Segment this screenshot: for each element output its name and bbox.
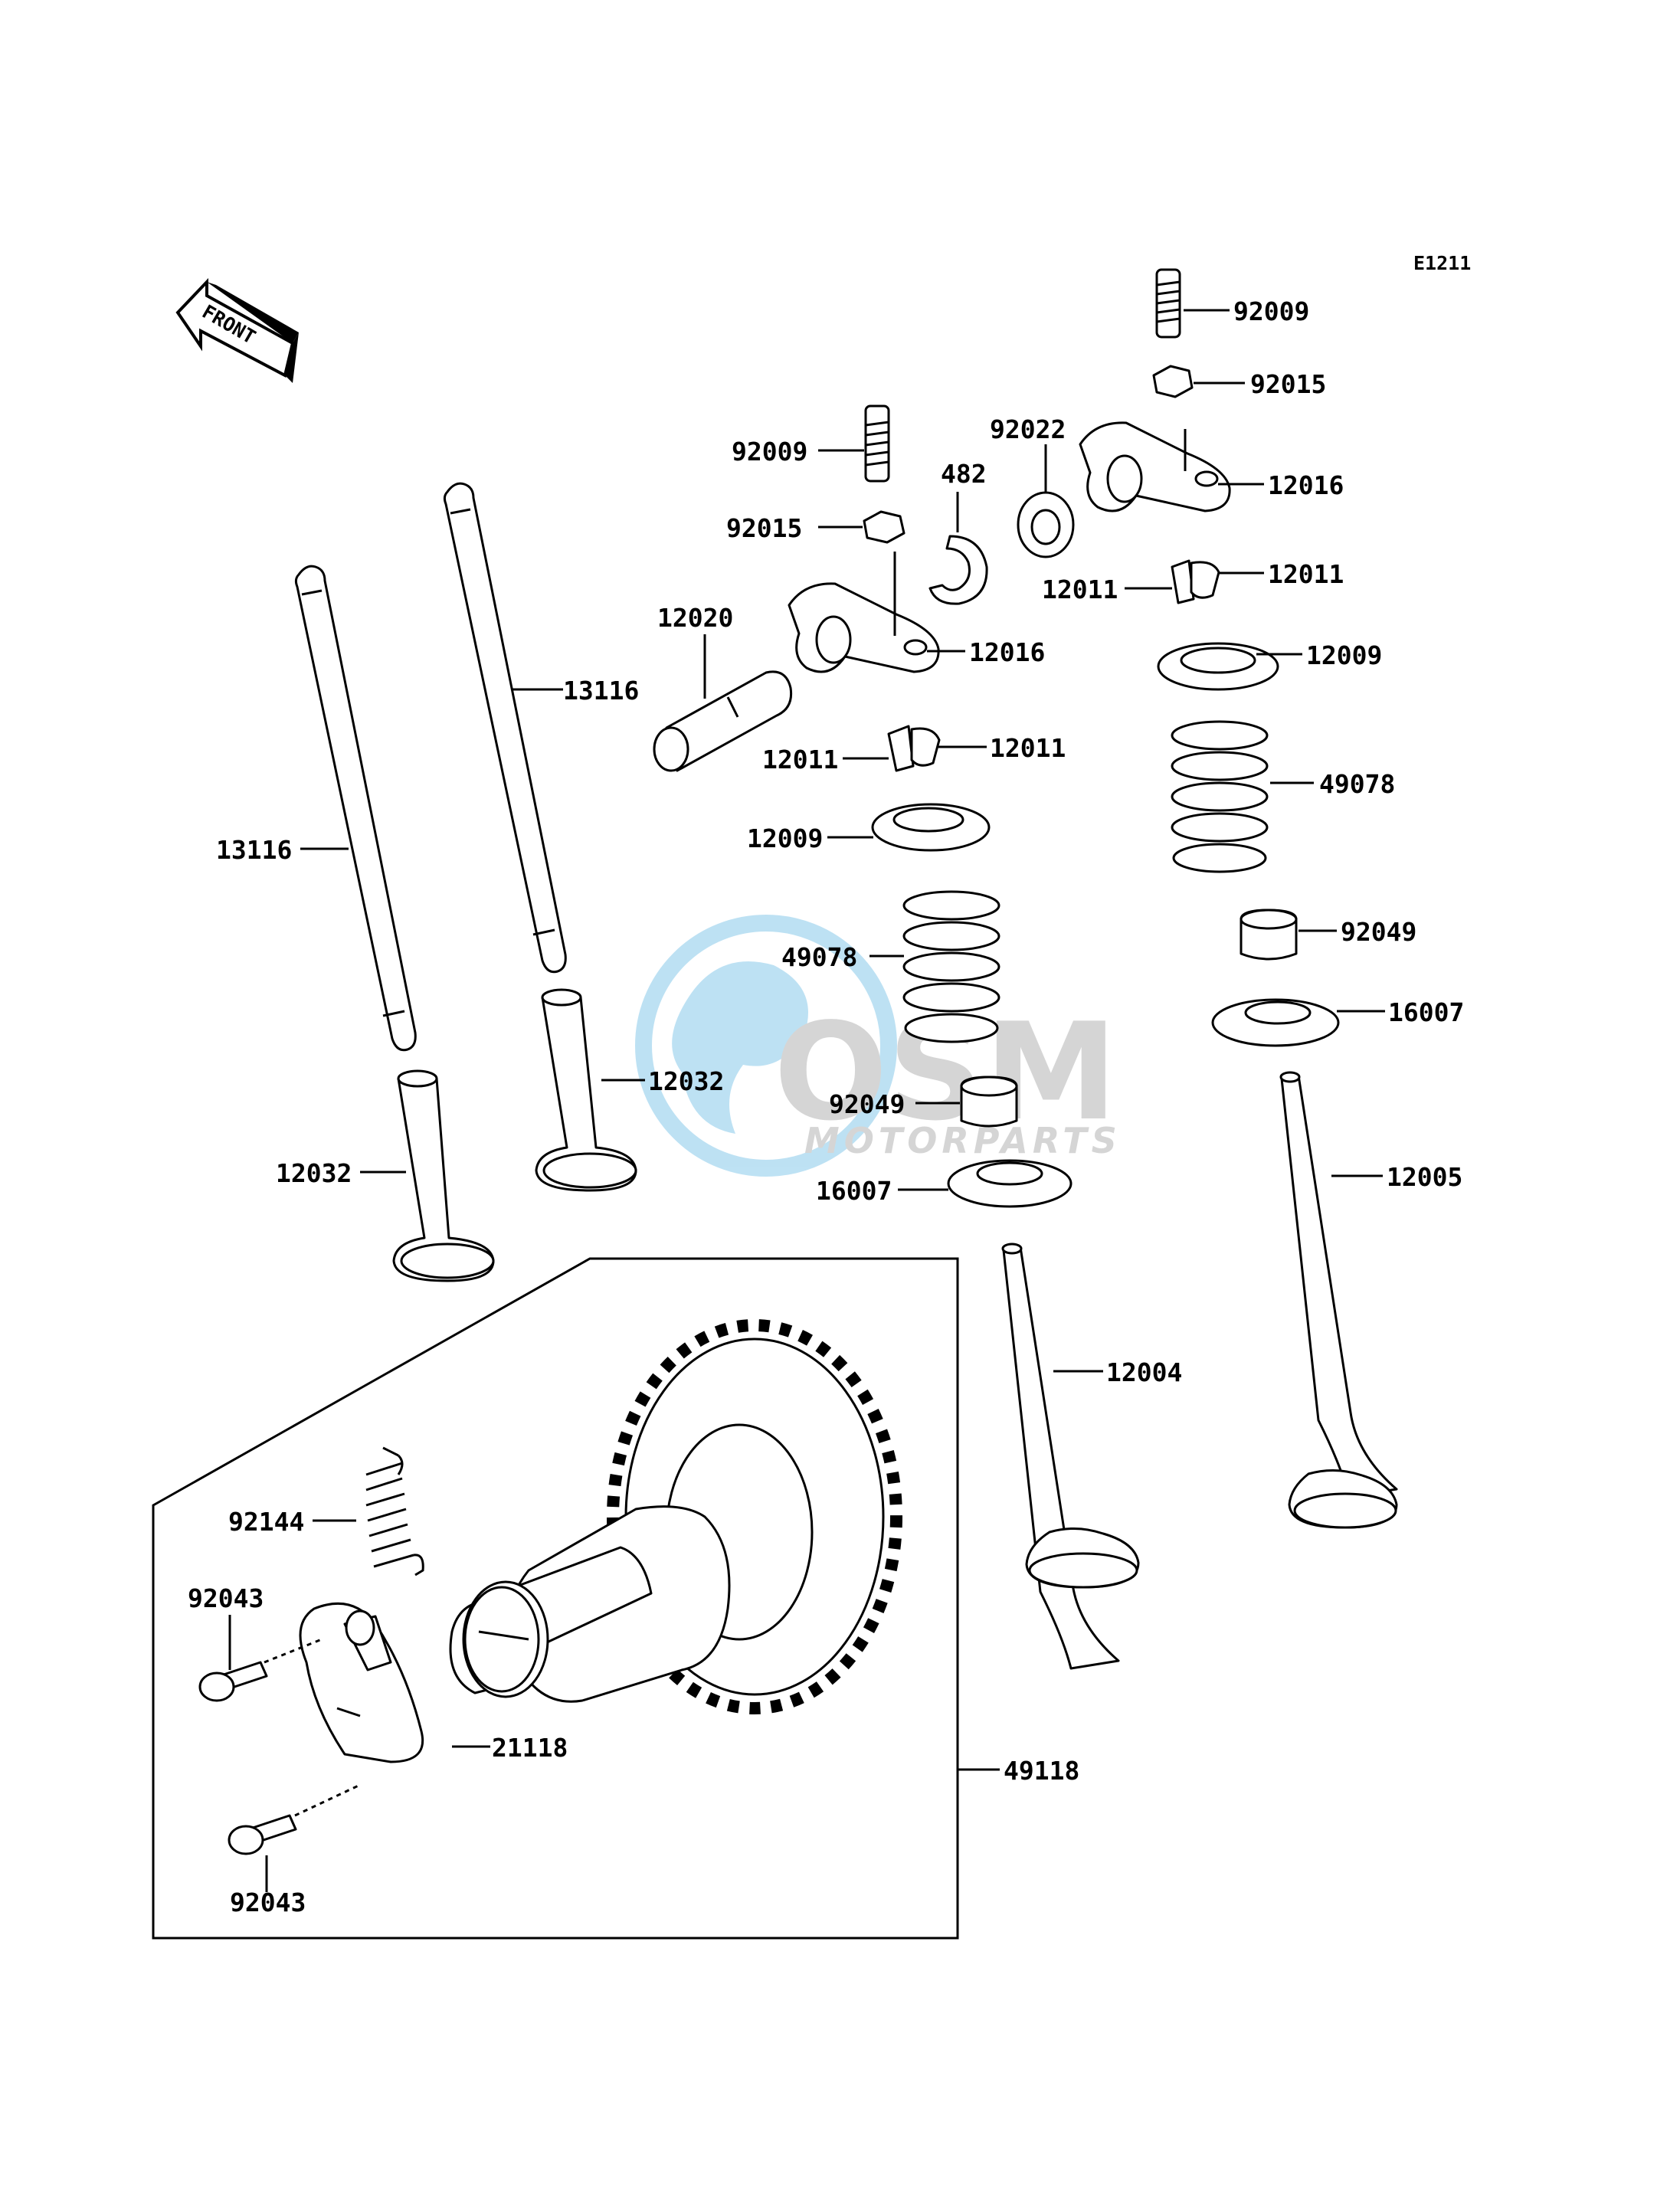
- part-label-92015-left: 92015: [726, 513, 802, 543]
- part-label-12011-right-right: 12011: [1268, 559, 1344, 589]
- part-label-12009-right: 12009: [1306, 640, 1382, 670]
- adjuster-screw-right: [1155, 268, 1181, 339]
- keeper-right-b: [1190, 561, 1220, 599]
- spring-retainer-left: [871, 803, 991, 852]
- part-label-12011-left-right: 12011: [990, 733, 1066, 763]
- valve-spring-right: [1171, 720, 1269, 873]
- camshaft: [449, 1505, 731, 1703]
- part-label-12020: 12020: [657, 603, 733, 633]
- part-label-92015-right: 92015: [1250, 369, 1326, 399]
- spring-retainer-right: [1157, 642, 1279, 691]
- part-label-92144: 92144: [228, 1507, 304, 1537]
- adjuster-screw-left: [864, 404, 890, 483]
- keeper-left-b: [910, 727, 941, 767]
- e-clip: [928, 535, 988, 605]
- part-label-49118: 49118: [1004, 1756, 1079, 1786]
- part-label-13116-right: 13116: [563, 676, 639, 706]
- part-label-92049-right: 92049: [1341, 917, 1416, 947]
- intake-valve: [1001, 1243, 1140, 1670]
- part-label-92049-left: 92049: [829, 1089, 905, 1119]
- pushrod-right: [443, 482, 567, 974]
- part-label-16007-right: 16007: [1388, 997, 1464, 1027]
- part-label-12011-left-left: 12011: [762, 745, 838, 774]
- cam-gear: [607, 1319, 902, 1714]
- part-label-92009-left: 92009: [732, 437, 807, 467]
- part-label-92043-bottom: 92043: [230, 1888, 306, 1917]
- part-label-12009-left: 12009: [747, 823, 823, 853]
- part-label-21118: 21118: [492, 1733, 568, 1763]
- nut-right: [1152, 365, 1194, 398]
- front-arrow-icon: FRONT: [175, 277, 299, 383]
- part-label-49078-left-text: 49078: [781, 942, 857, 972]
- camshaft-group-box: [152, 1257, 959, 1940]
- part-label-12004: 12004: [1106, 1357, 1182, 1387]
- pushrod-left: [294, 565, 417, 1052]
- valve-seal-right: [1240, 909, 1298, 961]
- tappet-left: [392, 1069, 495, 1282]
- part-label-12016-right: 12016: [1268, 470, 1344, 500]
- valve-seal-left: [960, 1076, 1018, 1128]
- part-label-12032-right-text: 12032: [648, 1066, 724, 1096]
- part-label-49078-right: 49078: [1319, 769, 1395, 799]
- rocker-arm-left: [788, 582, 940, 673]
- nut-left: [863, 510, 905, 544]
- watermark-sub: MOTORPARTS: [804, 1120, 1122, 1161]
- exhaust-valve: [1279, 1071, 1398, 1529]
- decompressor-spring: [365, 1446, 424, 1577]
- valve-spring-left: [902, 890, 1000, 1043]
- spring-seat-right: [1211, 998, 1340, 1047]
- keeper-left-a: [887, 725, 915, 772]
- rocker-shaft: [653, 670, 793, 772]
- pin-top: [198, 1638, 323, 1702]
- part-label-12011-right-left: 12011: [1042, 575, 1118, 604]
- part-label-482: 482: [941, 459, 987, 489]
- part-label-12032-left: 12032: [276, 1158, 352, 1188]
- tappet-right: [535, 988, 637, 1192]
- rocker-arm-right: [1079, 421, 1231, 512]
- part-label-13116-left: 13116: [216, 835, 292, 865]
- part-label-12005: 12005: [1387, 1162, 1462, 1192]
- part-label-92009-right: 92009: [1233, 296, 1309, 326]
- spring-seat-left: [947, 1159, 1073, 1208]
- pin-bottom: [228, 1783, 361, 1855]
- osm-watermark: OSM MOTORPARTS: [635, 915, 1122, 1177]
- part-label-92043-top: 92043: [188, 1583, 264, 1613]
- diagram-code: E1211: [1413, 252, 1471, 274]
- part-label-16007-left: 16007: [816, 1176, 892, 1206]
- keeper-right-a: [1171, 559, 1195, 604]
- decompressor-weight: [299, 1602, 424, 1763]
- part-label-92022: 92022: [990, 414, 1066, 444]
- part-label-12016-left: 12016: [969, 637, 1045, 667]
